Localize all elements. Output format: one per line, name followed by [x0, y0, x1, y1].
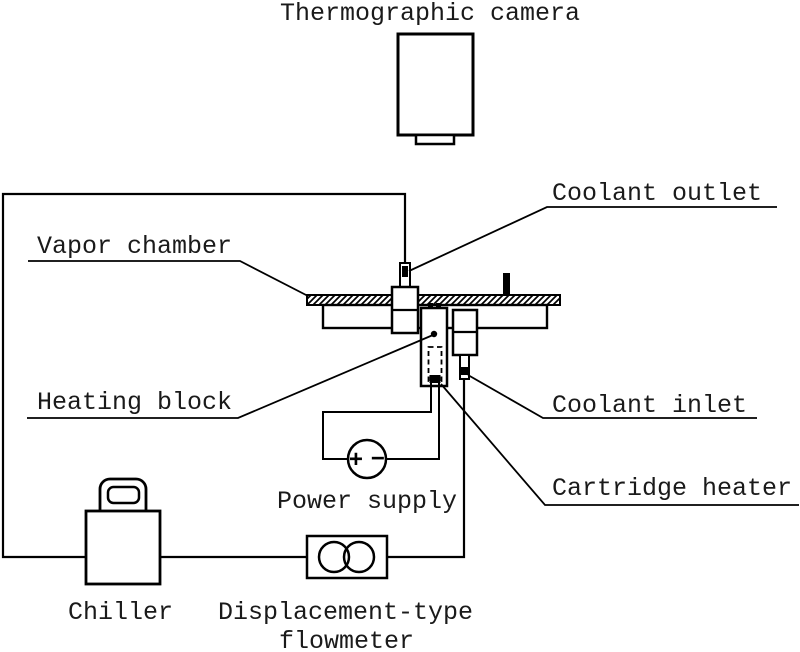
label-power-supply: Power supply	[277, 487, 457, 516]
thermocouple-post	[503, 273, 510, 296]
label-coolant-outlet: Coolant outlet	[552, 179, 762, 208]
mount-square-right	[436, 303, 441, 308]
coolant-inlet-assembly	[451, 308, 479, 380]
thermographic-camera	[396, 32, 475, 146]
label-coolant-inlet: Coolant inlet	[552, 391, 747, 420]
label-chiller: Chiller	[68, 598, 173, 627]
power-wire-right	[386, 382, 440, 460]
heating-block-leader-dot	[430, 330, 438, 338]
heating-block-body	[419, 306, 449, 388]
heating-block-leader	[27, 334, 434, 419]
coolant-outlet-assembly	[399, 262, 411, 289]
outlet-port	[402, 266, 408, 277]
coolant-loop-pipes	[1, 192, 466, 559]
coolant-inlet-leader	[467, 374, 757, 419]
label-cartridge-heater: Cartridge heater	[552, 474, 792, 503]
cartridge-heater-leader	[440, 383, 799, 506]
chiller-assembly	[84, 477, 162, 586]
label-thermographic-camera: Thermographic camera	[280, 0, 580, 28]
flowmeter-assembly	[305, 534, 389, 580]
leader-lines	[27, 206, 799, 506]
power-supply-circle	[346, 438, 388, 480]
coolant-block	[390, 285, 420, 335]
label-flowmeter-line1: Displacement-type	[218, 598, 473, 627]
vapor-chamber-leader	[28, 260, 309, 297]
chiller-body	[84, 509, 162, 586]
vapor-chamber-plate	[306, 294, 561, 306]
flowmeter-rotor-right	[342, 540, 376, 574]
inlet-port	[460, 367, 469, 375]
flowmeter-rotor-left	[317, 540, 351, 574]
flowmeter-to-inlet-pipe	[387, 378, 466, 559]
labels: Thermographic camera Vapor chamber Coola…	[37, 0, 792, 652]
label-heating-block: Heating block	[37, 388, 232, 417]
camera-body	[396, 32, 475, 137]
label-flowmeter-line2: flowmeter	[279, 627, 414, 652]
power-supply-plus: +	[349, 448, 363, 475]
power-supply-assembly: + −	[322, 381, 440, 480]
mount-square-left	[428, 303, 433, 308]
power-wire-left	[322, 381, 432, 460]
chiller-handle-inner	[106, 485, 141, 505]
camera-lens	[414, 133, 456, 146]
power-supply-minus: −	[371, 447, 385, 474]
label-vapor-chamber: Vapor chamber	[37, 232, 232, 261]
coolant-outlet-leader	[408, 206, 777, 272]
heating-block-assembly	[419, 303, 449, 388]
coolant-outlet-pipe	[1, 192, 407, 559]
cartridge-heater-terminal	[429, 375, 441, 383]
